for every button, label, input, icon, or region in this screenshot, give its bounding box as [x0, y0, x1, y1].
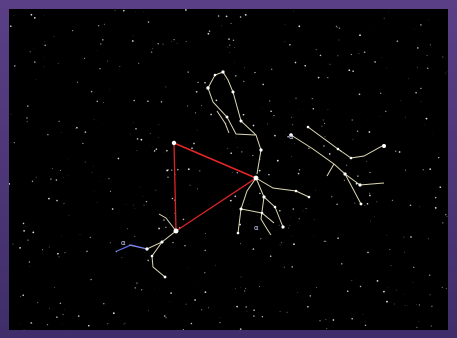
star-map: α α α [9, 9, 448, 330]
aquila-letter-label: α [254, 224, 259, 232]
night-sky: α α α [9, 9, 448, 330]
summer-triangle [174, 143, 256, 231]
vega-letter-label: α [121, 239, 126, 247]
background-stars [9, 9, 448, 330]
bright-stars [145, 70, 386, 278]
cygnus-letter-label: α [289, 133, 294, 141]
